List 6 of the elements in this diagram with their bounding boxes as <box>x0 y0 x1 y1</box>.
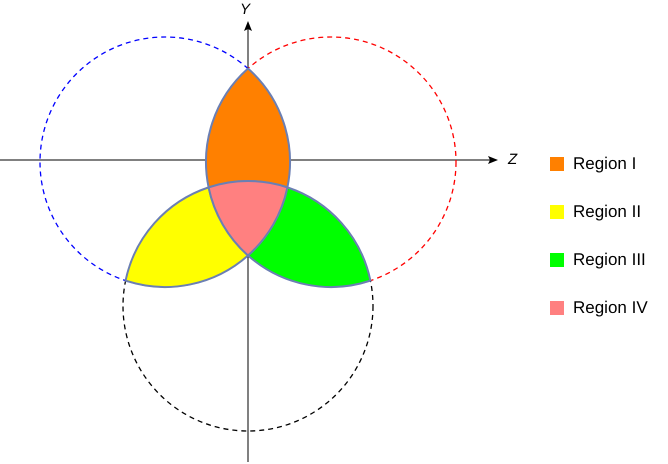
legend-label: Region II <box>573 202 642 222</box>
axis-label: Y <box>240 2 250 18</box>
legend-label: Region I <box>573 154 636 174</box>
axis-label: Z <box>508 152 518 168</box>
legend-label: Region III <box>573 250 646 270</box>
legend-label: Region IV <box>573 298 648 318</box>
